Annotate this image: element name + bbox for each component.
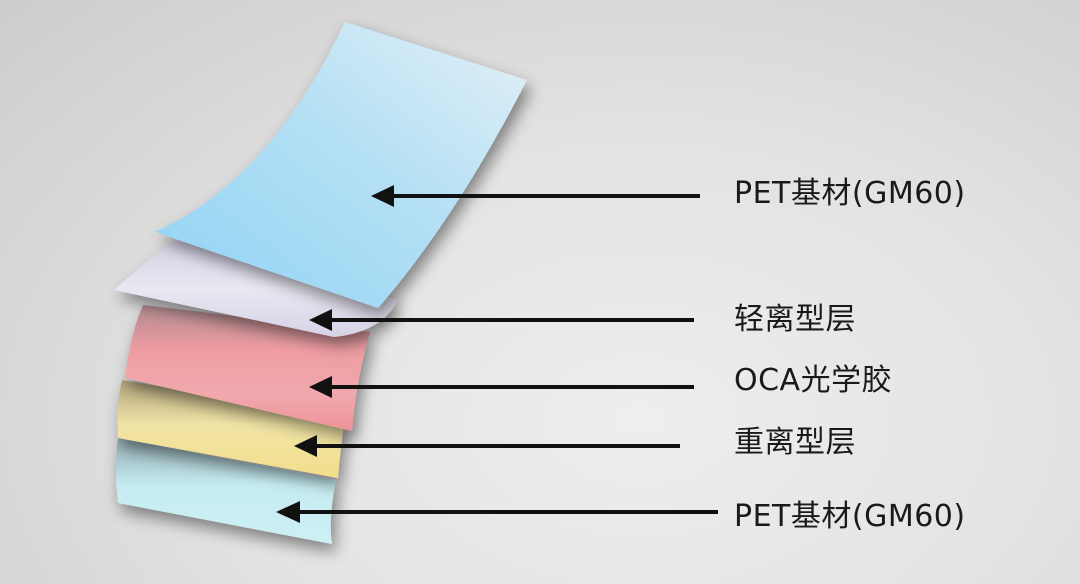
arrow-heavy-release — [294, 435, 680, 457]
label-pet-top: PET基材(GM60) — [734, 176, 966, 211]
layer-oca — [125, 305, 370, 431]
label-oca: OCA光学胶 — [734, 363, 893, 398]
arrow-oca — [309, 376, 694, 398]
label-heavy-release: 重离型层 — [734, 425, 856, 460]
label-pet-bottom: PET基材(GM60) — [734, 499, 966, 534]
layer-pet-bottom — [116, 438, 336, 544]
arrow-light-release — [309, 309, 694, 331]
arrow-pet-bottom — [276, 501, 718, 523]
arrow-pet-top — [371, 185, 700, 207]
layer-heavy-release — [117, 380, 345, 478]
label-light-release: 轻离型层 — [734, 302, 856, 337]
layer-pet-top — [155, 22, 527, 308]
arrows — [276, 185, 718, 523]
